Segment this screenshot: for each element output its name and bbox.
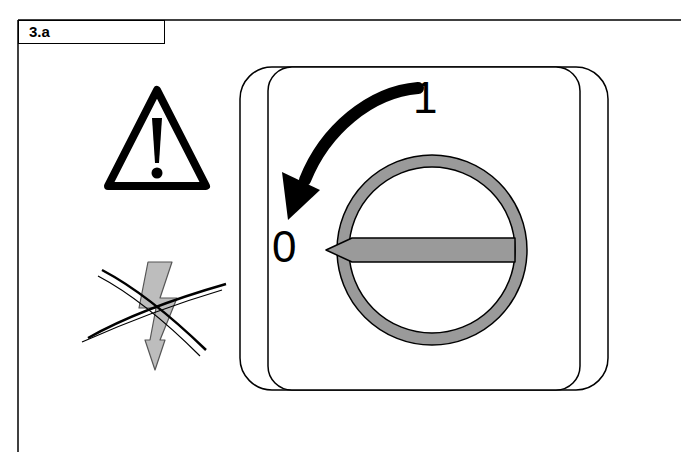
- section-tab: 3.a: [18, 20, 165, 44]
- position-number: 0: [272, 225, 296, 269]
- position-number: 1: [413, 76, 437, 120]
- section-number: 3.a: [19, 21, 164, 43]
